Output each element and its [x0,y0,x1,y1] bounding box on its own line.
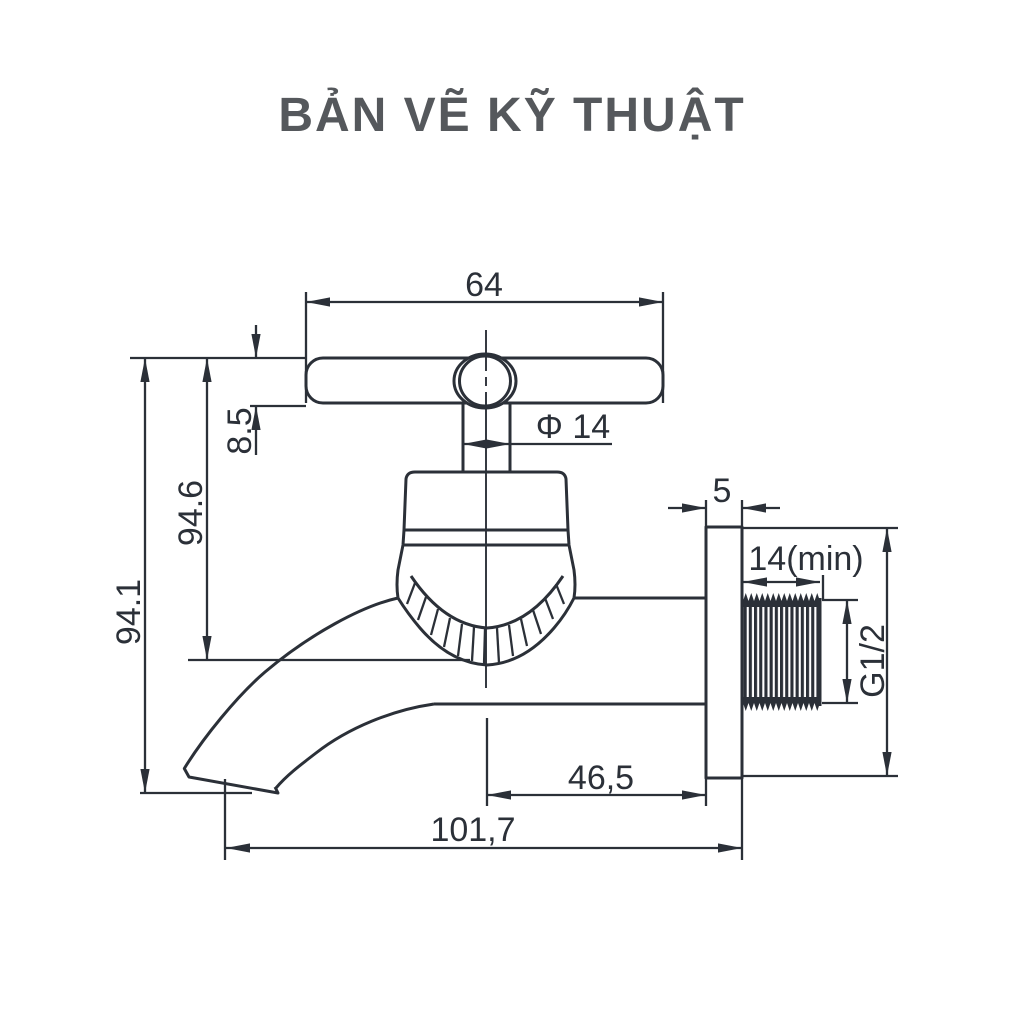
pipe-thread [743,593,822,711]
knurled-collar [396,575,576,667]
dim-height-to-spout: 94.6 [172,480,210,546]
dim-flange-thickness: 5 [713,472,732,510]
extension-lines [130,292,898,860]
dim-center-to-wall: 46,5 [568,759,634,797]
dim-thread-length: 14(min) [748,540,863,578]
dim-overall-height: 94.1 [110,579,148,645]
inlet-pipe [434,596,706,706]
dim-stem-diameter: Φ 14 [536,408,610,446]
wall-flange [704,525,744,780]
handle-hub [452,352,518,410]
dim-handle-width: 64 [465,266,503,304]
valve-stem [461,404,512,472]
dimension-annotations: 64 8.5 Φ 14 94.6 94.1 5 14(min) G1/2 46,… [110,266,898,860]
page-title: BẢN VẼ KỸ THUẬT [278,89,746,142]
spout [182,596,435,795]
spout-tip [182,767,280,795]
knurl-ribs [405,582,566,665]
dim-handle-thickness: 8.5 [221,407,259,454]
faucet-outline [182,330,822,795]
dim-overall-length: 101,7 [430,811,515,849]
dimension-lines [143,300,889,850]
dim-thread-size: G1/2 [854,624,892,698]
